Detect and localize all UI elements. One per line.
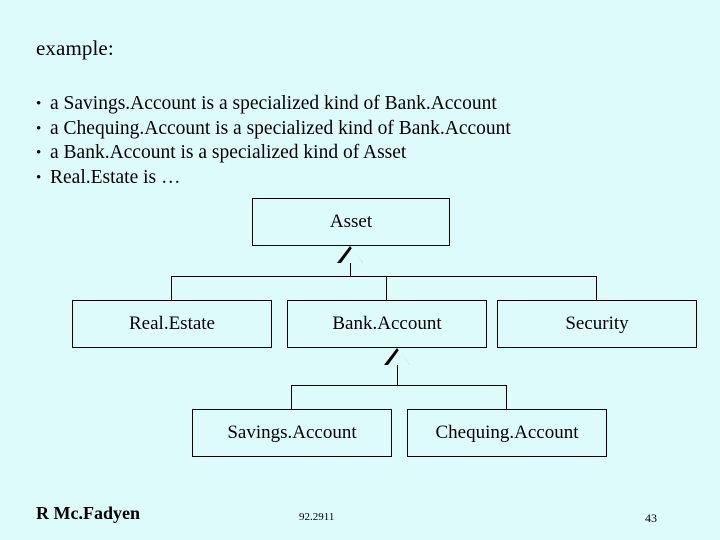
footer-course-code: 92.2911 [299,511,335,523]
connector-line [397,365,398,385]
class-box-label: Asset [329,211,373,232]
class-box-bank-account[interactable]: Bank.Account [287,300,487,348]
connector-line [291,385,292,409]
list-item-label: a Savings.Account is a specialized kind … [50,93,497,114]
bullet-list: • a Savings.Account is a specialized kind… [36,92,676,190]
footer-page-number: 43 [645,511,657,525]
class-box-label: Savings.Account [227,422,357,443]
class-box-real-estate[interactable]: Real.Estate [72,300,272,348]
list-item: • a Bank.Account is a specialized kind of… [36,141,676,166]
connector-line [596,276,597,300]
bullet-marker-icon: • [36,169,42,186]
generalization-arrow-inner [341,248,363,263]
bullet-marker-icon: • [36,96,42,112]
bullet-marker-icon: • [36,120,42,137]
list-item-label: a Chequing.Account is a specialized kind… [50,117,511,139]
list-item-label: a Bank.Account is a specialized kind of … [50,142,407,163]
class-box-security[interactable]: Security [497,300,697,348]
bullet-marker-icon: • [36,145,42,161]
connector-line [386,276,387,300]
footer-author: R Mc.Fadyen [36,503,140,523]
generalization-arrow-icon [337,246,363,263]
class-box-label: Bank.Account [332,313,442,334]
list-item-label: Real.Estate is … [50,166,181,188]
class-box-chequing-account[interactable]: Chequing.Account [407,409,607,457]
page-title: example: [36,36,114,60]
connector-line [171,276,597,277]
generalization-arrow-inner [388,350,410,365]
list-item: • a Chequing.Account is a specialized kin… [36,117,676,142]
class-box-asset[interactable]: Asset [252,198,450,246]
connector-line [291,385,507,386]
list-item: • a Savings.Account is a specialized kind… [36,92,676,117]
class-box-label: Real.Estate [129,313,215,334]
connector-line [171,276,172,300]
class-box-label: Security [565,313,629,334]
connector-line [350,263,351,276]
generalization-arrow-icon [384,348,410,365]
list-item: • Real.Estate is … [36,166,676,191]
connector-line [506,385,507,409]
class-box-savings-account[interactable]: Savings.Account [192,409,392,457]
class-box-label: Chequing.Account [435,422,579,443]
